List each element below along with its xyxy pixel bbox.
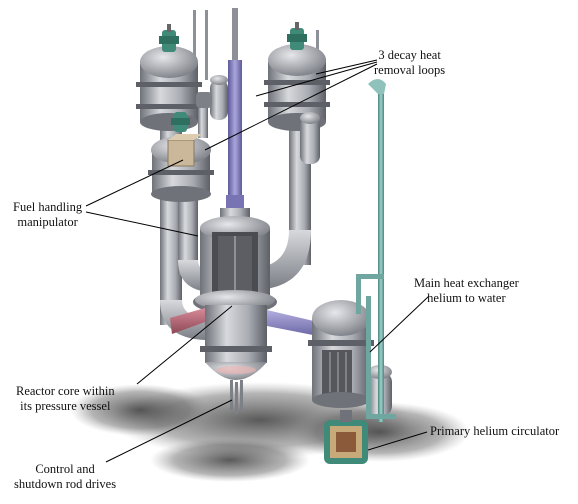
auxiliary-tanks [196, 75, 228, 138]
label-main-heat-exchanger: Main heat exchanger helium to water [414, 276, 519, 305]
helium-circulator-icon [324, 410, 368, 464]
decay-heat-loop-icon-2 [264, 22, 330, 164]
control-rod-drives [230, 380, 243, 414]
label-control-rod-drives: Control and shutdown rod drives [14, 462, 117, 491]
hot-gas-ducts [170, 308, 318, 336]
floor-shadow [70, 382, 470, 482]
valve-actuator-icon-3 [171, 112, 190, 132]
leader-lines [85, 59, 430, 463]
label-fuel-handling-manipulator: Fuel handling manipulator [13, 200, 83, 229]
label-reactor-core: Reactor core within its pressure vessel [16, 384, 115, 413]
water-pipe [356, 79, 396, 422]
decay-heat-loop-icon-3 [148, 112, 214, 202]
label-primary-helium-circulator: Primary helium circulator [430, 424, 560, 438]
decay-heat-loop-icon [136, 24, 202, 131]
reactor-vessel-icon [193, 216, 277, 414]
valve-actuator-icon-2 [287, 22, 307, 50]
valve-actuator-icon [159, 24, 179, 52]
label-decay-heat-loops: 3 decay heat removal loops [374, 48, 446, 77]
